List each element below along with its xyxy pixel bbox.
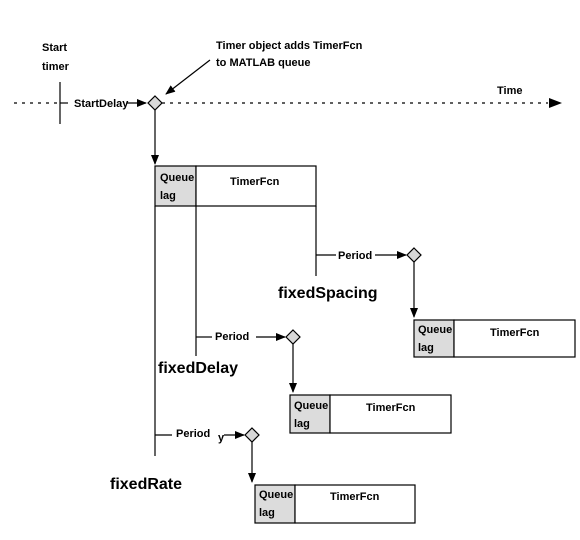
fixed-delay-label: fixedDelay <box>158 360 238 377</box>
start-timer-label-line1: Start <box>42 42 67 54</box>
delay-timerfcn-cell <box>329 394 452 434</box>
delay-lag-label: lag <box>294 418 310 430</box>
rate-mark-label: y <box>218 432 225 444</box>
rate-diamond <box>244 427 260 443</box>
fixed-rate-label: fixedRate <box>110 476 182 493</box>
time-label: Time <box>497 85 522 97</box>
delay-timerfcn-label: TimerFcn <box>366 402 416 414</box>
timer-event-diamond <box>147 95 163 111</box>
initial-queue-label: Queue <box>160 172 194 184</box>
spacing-diamond <box>406 247 422 263</box>
delay-queue-lag-cell <box>289 394 331 434</box>
start-timer-label-line2: timer <box>42 61 70 73</box>
fixed-spacing-label: fixedSpacing <box>278 285 378 302</box>
rate-lag-label: lag <box>259 507 275 519</box>
spacing-period-label: Period <box>338 250 372 262</box>
delay-period-label: Period <box>215 331 249 343</box>
time-axis-arrowhead <box>549 98 562 108</box>
rate-queue-label: Queue <box>259 489 293 501</box>
spacing-queue-label: Queue <box>418 324 452 336</box>
queue-note-line1: Timer object adds TimerFcn <box>216 40 363 52</box>
initial-timerfcn-cell <box>195 165 317 207</box>
note-pointer-arrow <box>165 59 211 95</box>
delay-queue-label: Queue <box>294 400 328 412</box>
spacing-timerfcn-cell <box>453 319 576 358</box>
spacing-queue-lag-cell <box>413 319 455 358</box>
start-delay-label: StartDelay <box>74 98 129 110</box>
rate-timerfcn-label: TimerFcn <box>330 491 380 503</box>
initial-lag-label: lag <box>160 190 176 202</box>
spacing-lag-label: lag <box>418 342 434 354</box>
queue-note-line2: to MATLAB queue <box>216 57 311 69</box>
rate-period-label: Period <box>176 428 210 440</box>
spacing-timerfcn-label: TimerFcn <box>490 327 540 339</box>
rate-timerfcn-cell <box>294 484 416 524</box>
initial-timerfcn-label: TimerFcn <box>230 176 280 188</box>
delay-diamond <box>285 329 301 345</box>
